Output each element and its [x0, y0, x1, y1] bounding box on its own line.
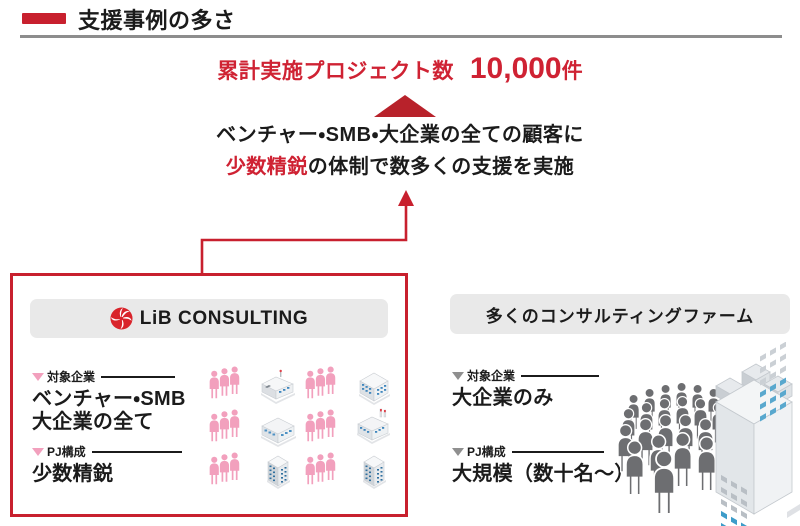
right-spec-pj-tag: PJ構成 — [452, 443, 635, 460]
lib-logo: LiB CONSULTING — [110, 307, 308, 330]
large-crowd-with-skyscraper-illustration — [617, 342, 800, 526]
lib-consulting-panel-header: LiB CONSULTING — [30, 299, 388, 338]
middle-message-highlight: 少数精鋭 — [225, 156, 308, 178]
left-spec-pj-structure: PJ構成 少数精鋭 — [32, 443, 182, 486]
building-icon — [266, 455, 291, 490]
middle-message: ベンチャー・SMB・大企業の全ての顧客に 少数精鋭の体制で数多くの支援を実施 — [0, 122, 800, 181]
left-spec-target-companies: 対象企業 ベンチャー・SMB 大企業の全て — [32, 368, 186, 434]
other-firms-title: 多くのコンサルティングファーム — [485, 306, 755, 326]
left-spec-pj-label: PJ構成 — [47, 445, 86, 459]
right-spec-target-companies: 対象企業 大企業のみ — [452, 367, 600, 410]
tag-rule — [101, 375, 176, 378]
small-teams-with-buildings-illustration — [208, 366, 391, 490]
left-spec-target-label: 対象企業 — [47, 370, 96, 384]
headline-label: 累計実施プロジェクト数 — [217, 60, 454, 83]
right-spec-pj-structure: PJ構成 大規模（数十名〜） — [452, 443, 635, 486]
page-title: 支援事例の多さ — [78, 8, 236, 33]
red-bar-marker-icon — [22, 13, 66, 24]
tag-rule — [521, 374, 600, 377]
lib-logo-text: LiB CONSULTING — [139, 307, 309, 329]
people-trio-icon — [306, 453, 336, 485]
left-spec-pj-tag: PJ構成 — [32, 443, 182, 460]
people-trio-icon — [306, 367, 336, 399]
middle-message-line2: 少数精鋭の体制で数多くの支援を実施 — [0, 154, 800, 181]
big-up-arrow-icon — [374, 95, 436, 117]
building-icon — [260, 369, 296, 405]
right-spec-target-label: 対象企業 — [467, 369, 516, 383]
other-firms-panel-header: 多くのコンサルティングファーム — [450, 294, 790, 334]
middle-message-rest: の体制で数多くの支援を実施 — [307, 156, 575, 178]
caret-down-icon — [32, 372, 44, 381]
building-icon — [358, 372, 391, 406]
right-spec-pj-value1: 大規模（数十名〜） — [452, 463, 635, 485]
left-spec-target-value1: ベンチャー・SMB — [32, 388, 186, 410]
headline: 累計実施プロジェクト数 10,000件 — [0, 52, 800, 86]
people-trio-icon — [210, 410, 240, 442]
left-spec-target-value2: 大企業の全て — [32, 411, 154, 433]
people-trio-icon — [210, 367, 240, 399]
slide-header: 支援事例の多さ — [0, 0, 800, 40]
right-spec-target-tag: 対象企業 — [452, 367, 600, 384]
headline-number: 10,000 — [469, 52, 562, 85]
lib-pinwheel-icon — [110, 307, 133, 330]
headline-unit: 件 — [561, 60, 583, 83]
left-spec-pj-value1: 少数精鋭 — [32, 463, 114, 485]
building-icon — [260, 417, 297, 448]
building-icon — [362, 455, 387, 490]
tag-rule — [91, 450, 182, 453]
caret-down-icon — [452, 447, 464, 456]
caret-down-icon — [32, 447, 44, 456]
caret-down-icon — [452, 371, 464, 380]
people-trio-icon — [210, 453, 240, 485]
building-icon — [356, 408, 391, 445]
tag-rule — [511, 450, 604, 453]
middle-message-line1: ベンチャー・SMB・大企業の全ての顧客に — [216, 124, 584, 146]
people-trio-icon — [306, 410, 336, 442]
right-spec-target-value1: 大企業のみ — [452, 387, 554, 409]
header-divider — [20, 35, 782, 38]
right-spec-pj-label: PJ構成 — [467, 445, 506, 459]
skyscraper-icon — [715, 342, 800, 526]
left-spec-target-tag: 対象企業 — [32, 368, 186, 385]
